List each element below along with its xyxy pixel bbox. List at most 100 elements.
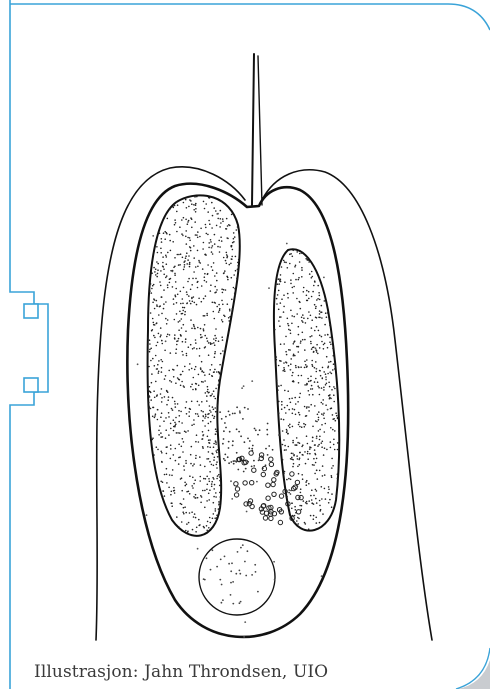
stipple-dot <box>204 374 206 376</box>
stipple-dot <box>193 419 195 421</box>
stipple-dot <box>160 432 162 434</box>
stipple-dot <box>160 334 162 336</box>
stipple-dot <box>322 367 324 369</box>
stipple-dot <box>281 408 283 410</box>
stipple-dot <box>201 361 203 363</box>
stipple-dot <box>308 291 310 293</box>
stipple-dot <box>289 398 291 400</box>
stipple-dot <box>209 439 211 441</box>
stipple-dot <box>298 473 300 475</box>
stipple-dot <box>300 340 302 342</box>
stipple-dot <box>288 478 290 480</box>
stipple-dot <box>182 303 184 305</box>
stipple-dot <box>208 354 210 356</box>
stipple-dot <box>175 460 177 462</box>
stipple-dot <box>211 247 213 249</box>
stipple-dot <box>284 261 286 263</box>
stipple-dot <box>181 490 183 492</box>
stipple-dot <box>317 285 319 287</box>
stipple-dot <box>148 406 150 408</box>
stipple-dot <box>149 349 151 351</box>
stipple-dot <box>214 407 216 409</box>
stipple-dot <box>320 509 322 511</box>
stipple-dot <box>279 281 281 283</box>
stipple-dot <box>332 348 334 350</box>
stipple-dot <box>296 251 298 253</box>
stipple-dot <box>231 277 233 279</box>
stipple-dot <box>224 422 226 424</box>
stipple-dot <box>164 350 166 352</box>
stipple-dot <box>298 412 300 414</box>
granule-ring <box>272 478 276 482</box>
stipple-dot <box>202 248 204 250</box>
stipple-dot <box>287 297 289 299</box>
stipple-dot <box>323 344 325 346</box>
stipple-dot <box>186 291 188 293</box>
stipple-dot <box>195 517 197 519</box>
stipple-dot <box>319 295 321 297</box>
stipple-dot <box>166 323 168 325</box>
stipple-dot <box>173 303 175 305</box>
stipple-dot <box>169 334 171 336</box>
stipple-dot <box>213 262 215 264</box>
stipple-dot <box>224 460 226 462</box>
stipple-dot <box>192 278 194 280</box>
stipple-dot <box>170 250 172 252</box>
stipple-dot <box>294 522 296 524</box>
stipple-dot <box>225 416 227 418</box>
stipple-dot <box>207 234 209 236</box>
stipple-dot <box>315 462 317 464</box>
stipple-dot <box>212 477 214 479</box>
stipple-dot <box>232 445 234 447</box>
stipple-dot <box>299 301 301 303</box>
stipple-dot <box>197 327 199 329</box>
stipple-dot <box>173 298 175 300</box>
stipple-dot <box>298 351 300 353</box>
stipple-dot <box>152 439 154 441</box>
stipple-dot <box>217 246 219 248</box>
stipple-dot <box>285 351 287 353</box>
stipple-dot <box>324 334 326 336</box>
stipple-dot <box>193 347 195 349</box>
stipple-dot <box>185 512 187 514</box>
stipple-dot <box>183 498 185 500</box>
stipple-dot <box>319 317 321 319</box>
stipple-dot <box>308 298 310 300</box>
stipple-dot <box>241 387 243 389</box>
stipple-dot <box>186 523 188 525</box>
stipple-dot <box>191 284 193 286</box>
stipple-dot <box>177 403 179 405</box>
stipple-dot <box>222 443 224 445</box>
stipple-dot <box>207 417 209 419</box>
stipple-dot <box>213 371 215 373</box>
stipple-dot <box>328 382 330 384</box>
stipple-dot <box>314 367 316 369</box>
stipple-dot <box>303 500 305 502</box>
stipple-dot <box>216 467 218 469</box>
stipple-dot <box>178 410 180 412</box>
stipple-dot <box>316 344 318 346</box>
stipple-dot <box>331 467 333 469</box>
stipple-dot <box>160 248 162 250</box>
stipple-dot <box>323 418 325 420</box>
stipple-dot <box>154 271 156 273</box>
stipple-dot <box>216 306 218 308</box>
stipple-dot <box>311 348 313 350</box>
stipple-dot <box>320 375 322 377</box>
stipple-dot <box>171 505 173 507</box>
stipple-dot <box>328 489 330 491</box>
stipple-dot <box>199 524 201 526</box>
stipple-dot <box>324 343 326 345</box>
stipple-dot <box>308 381 310 383</box>
stipple-dot <box>292 440 294 442</box>
stipple-dot <box>218 501 220 503</box>
stipple-dot <box>201 301 203 303</box>
stipple-dot <box>316 522 318 524</box>
stipple-dot <box>219 509 221 511</box>
stipple-dot <box>303 287 305 289</box>
stipple-dot <box>331 477 333 479</box>
stipple-dot <box>317 414 319 416</box>
stipple-dot <box>213 443 215 445</box>
stipple-dot <box>316 351 318 353</box>
stipple-dot <box>234 236 236 238</box>
